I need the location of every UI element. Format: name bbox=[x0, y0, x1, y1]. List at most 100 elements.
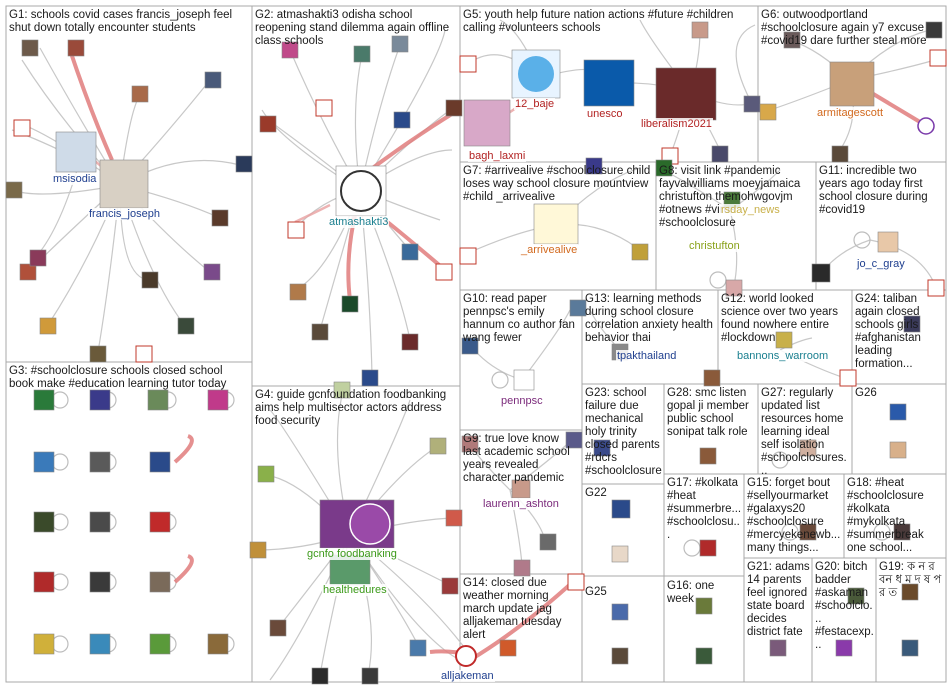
avatar-node[interactable] bbox=[429, 437, 447, 455]
avatar-node[interactable] bbox=[611, 545, 629, 563]
avatar-node[interactable] bbox=[695, 597, 713, 615]
label-laurenn-ashton[interactable]: laurenn_ashton bbox=[482, 498, 560, 510]
avatar-node[interactable] bbox=[611, 603, 629, 621]
node-unesco[interactable] bbox=[583, 59, 635, 107]
avatar-node[interactable] bbox=[585, 157, 603, 175]
label-armitagescott[interactable]: armitagescott bbox=[816, 107, 885, 119]
avatar-node[interactable] bbox=[461, 337, 479, 355]
missing-avatar-node[interactable] bbox=[435, 263, 453, 281]
avatar-node[interactable] bbox=[711, 145, 729, 163]
avatar-node[interactable] bbox=[695, 647, 713, 665]
avatar-node[interactable] bbox=[39, 317, 57, 335]
avatar-node[interactable] bbox=[259, 115, 277, 133]
missing-avatar-node[interactable] bbox=[929, 49, 947, 67]
avatar-node[interactable] bbox=[691, 21, 709, 39]
avatar-node[interactable] bbox=[611, 647, 629, 665]
avatar-node[interactable] bbox=[289, 283, 307, 301]
avatar-node[interactable] bbox=[725, 279, 743, 297]
avatar-node[interactable] bbox=[901, 583, 919, 601]
avatar-node[interactable] bbox=[811, 263, 831, 283]
avatar-node[interactable] bbox=[21, 39, 39, 57]
node-pennpsc[interactable] bbox=[513, 369, 535, 391]
avatar-node[interactable] bbox=[361, 369, 379, 387]
avatar-node[interactable] bbox=[889, 403, 907, 421]
label-rsday-news[interactable]: rsday_news bbox=[720, 204, 781, 216]
node-armitagescott[interactable] bbox=[829, 61, 875, 107]
missing-avatar-node[interactable] bbox=[839, 369, 857, 387]
label-pennpsc[interactable]: pennpsc bbox=[500, 395, 544, 407]
avatar-node[interactable] bbox=[611, 499, 631, 519]
node-bagh-laxmi[interactable] bbox=[463, 99, 511, 147]
avatar-node[interactable] bbox=[19, 263, 37, 281]
label-arrivealive[interactable]: _arrivealive bbox=[520, 244, 579, 256]
avatar-node[interactable] bbox=[893, 523, 911, 541]
avatar-node[interactable] bbox=[393, 111, 411, 129]
avatar-node[interactable] bbox=[177, 317, 195, 335]
avatar-node[interactable] bbox=[149, 571, 171, 593]
avatar-node[interactable] bbox=[89, 345, 107, 363]
avatar-node[interactable] bbox=[925, 21, 943, 39]
missing-avatar-node[interactable] bbox=[567, 573, 585, 591]
avatar-node[interactable] bbox=[445, 509, 463, 527]
label-christufton[interactable]: christufton bbox=[688, 240, 741, 252]
avatar-node[interactable] bbox=[149, 451, 171, 473]
avatar-node[interactable] bbox=[499, 639, 517, 657]
avatar-node[interactable] bbox=[89, 451, 111, 473]
missing-avatar-node[interactable] bbox=[13, 119, 31, 137]
avatar-node[interactable] bbox=[5, 181, 23, 199]
avatar-node[interactable] bbox=[67, 39, 85, 57]
avatar-node[interactable] bbox=[593, 439, 611, 457]
avatar-node[interactable] bbox=[409, 639, 427, 657]
avatar-node[interactable] bbox=[539, 533, 557, 551]
avatar-node[interactable] bbox=[769, 639, 787, 657]
label-gcnfo-foodbanking[interactable]: gcnfo foodbanking bbox=[306, 548, 398, 560]
avatar-node[interactable] bbox=[461, 435, 479, 453]
avatar-node[interactable] bbox=[33, 633, 55, 655]
avatar-node[interactable] bbox=[149, 511, 171, 533]
label-jo-c-gray[interactable]: jo_c_gray bbox=[856, 258, 906, 270]
avatar-node[interactable] bbox=[89, 633, 111, 655]
avatar-node[interactable] bbox=[249, 541, 267, 559]
avatar-node[interactable] bbox=[33, 571, 55, 593]
avatar-node[interactable] bbox=[799, 523, 817, 541]
avatar-node[interactable] bbox=[89, 571, 111, 593]
avatar-node[interactable] bbox=[311, 323, 329, 341]
node-msisodia[interactable] bbox=[55, 131, 97, 173]
avatar-node[interactable] bbox=[831, 145, 849, 163]
avatar-node[interactable] bbox=[391, 35, 409, 53]
missing-avatar-node[interactable] bbox=[927, 279, 945, 297]
avatar-node[interactable] bbox=[353, 45, 371, 63]
label-msisodia[interactable]: msisodia bbox=[52, 173, 98, 185]
label-tpakthailand[interactable]: tpakthailand bbox=[616, 350, 678, 362]
label-healthedures[interactable]: healthedures bbox=[322, 584, 388, 596]
missing-avatar-node[interactable] bbox=[135, 345, 153, 363]
avatar-node[interactable] bbox=[204, 71, 222, 89]
avatar-node[interactable] bbox=[141, 271, 159, 289]
label-liberalism2021[interactable]: liberalism2021 bbox=[640, 118, 713, 130]
avatar-node[interactable] bbox=[361, 667, 379, 685]
avatar-node[interactable] bbox=[401, 243, 419, 261]
avatar-node[interactable] bbox=[699, 539, 717, 557]
avatar-node[interactable] bbox=[445, 99, 463, 117]
avatar-node[interactable] bbox=[631, 243, 649, 261]
node-francis-joseph[interactable] bbox=[99, 159, 149, 209]
avatar-node[interactable] bbox=[33, 389, 55, 411]
avatar-node[interactable] bbox=[131, 85, 149, 103]
missing-avatar-node[interactable] bbox=[315, 99, 333, 117]
avatar-node[interactable] bbox=[311, 667, 329, 685]
avatar-node[interactable] bbox=[699, 447, 717, 465]
avatar-node[interactable] bbox=[569, 299, 587, 317]
missing-avatar-node[interactable] bbox=[287, 221, 305, 239]
avatar-node[interactable] bbox=[33, 451, 55, 473]
missing-avatar-node[interactable] bbox=[459, 247, 477, 265]
label-bagh-laxmi[interactable]: bagh_laxmi bbox=[468, 150, 527, 162]
avatar-node[interactable] bbox=[775, 331, 793, 349]
avatar-node[interactable] bbox=[917, 117, 935, 135]
label-bannons-warroom[interactable]: bannons_warroom bbox=[736, 350, 830, 362]
avatar-node[interactable] bbox=[33, 511, 55, 533]
node-liberalism2021[interactable] bbox=[655, 67, 717, 121]
avatar-node[interactable] bbox=[89, 389, 111, 411]
avatar-node[interactable] bbox=[149, 633, 171, 655]
avatar-node[interactable] bbox=[441, 577, 459, 595]
label-francis-joseph[interactable]: francis_joseph bbox=[88, 208, 161, 220]
